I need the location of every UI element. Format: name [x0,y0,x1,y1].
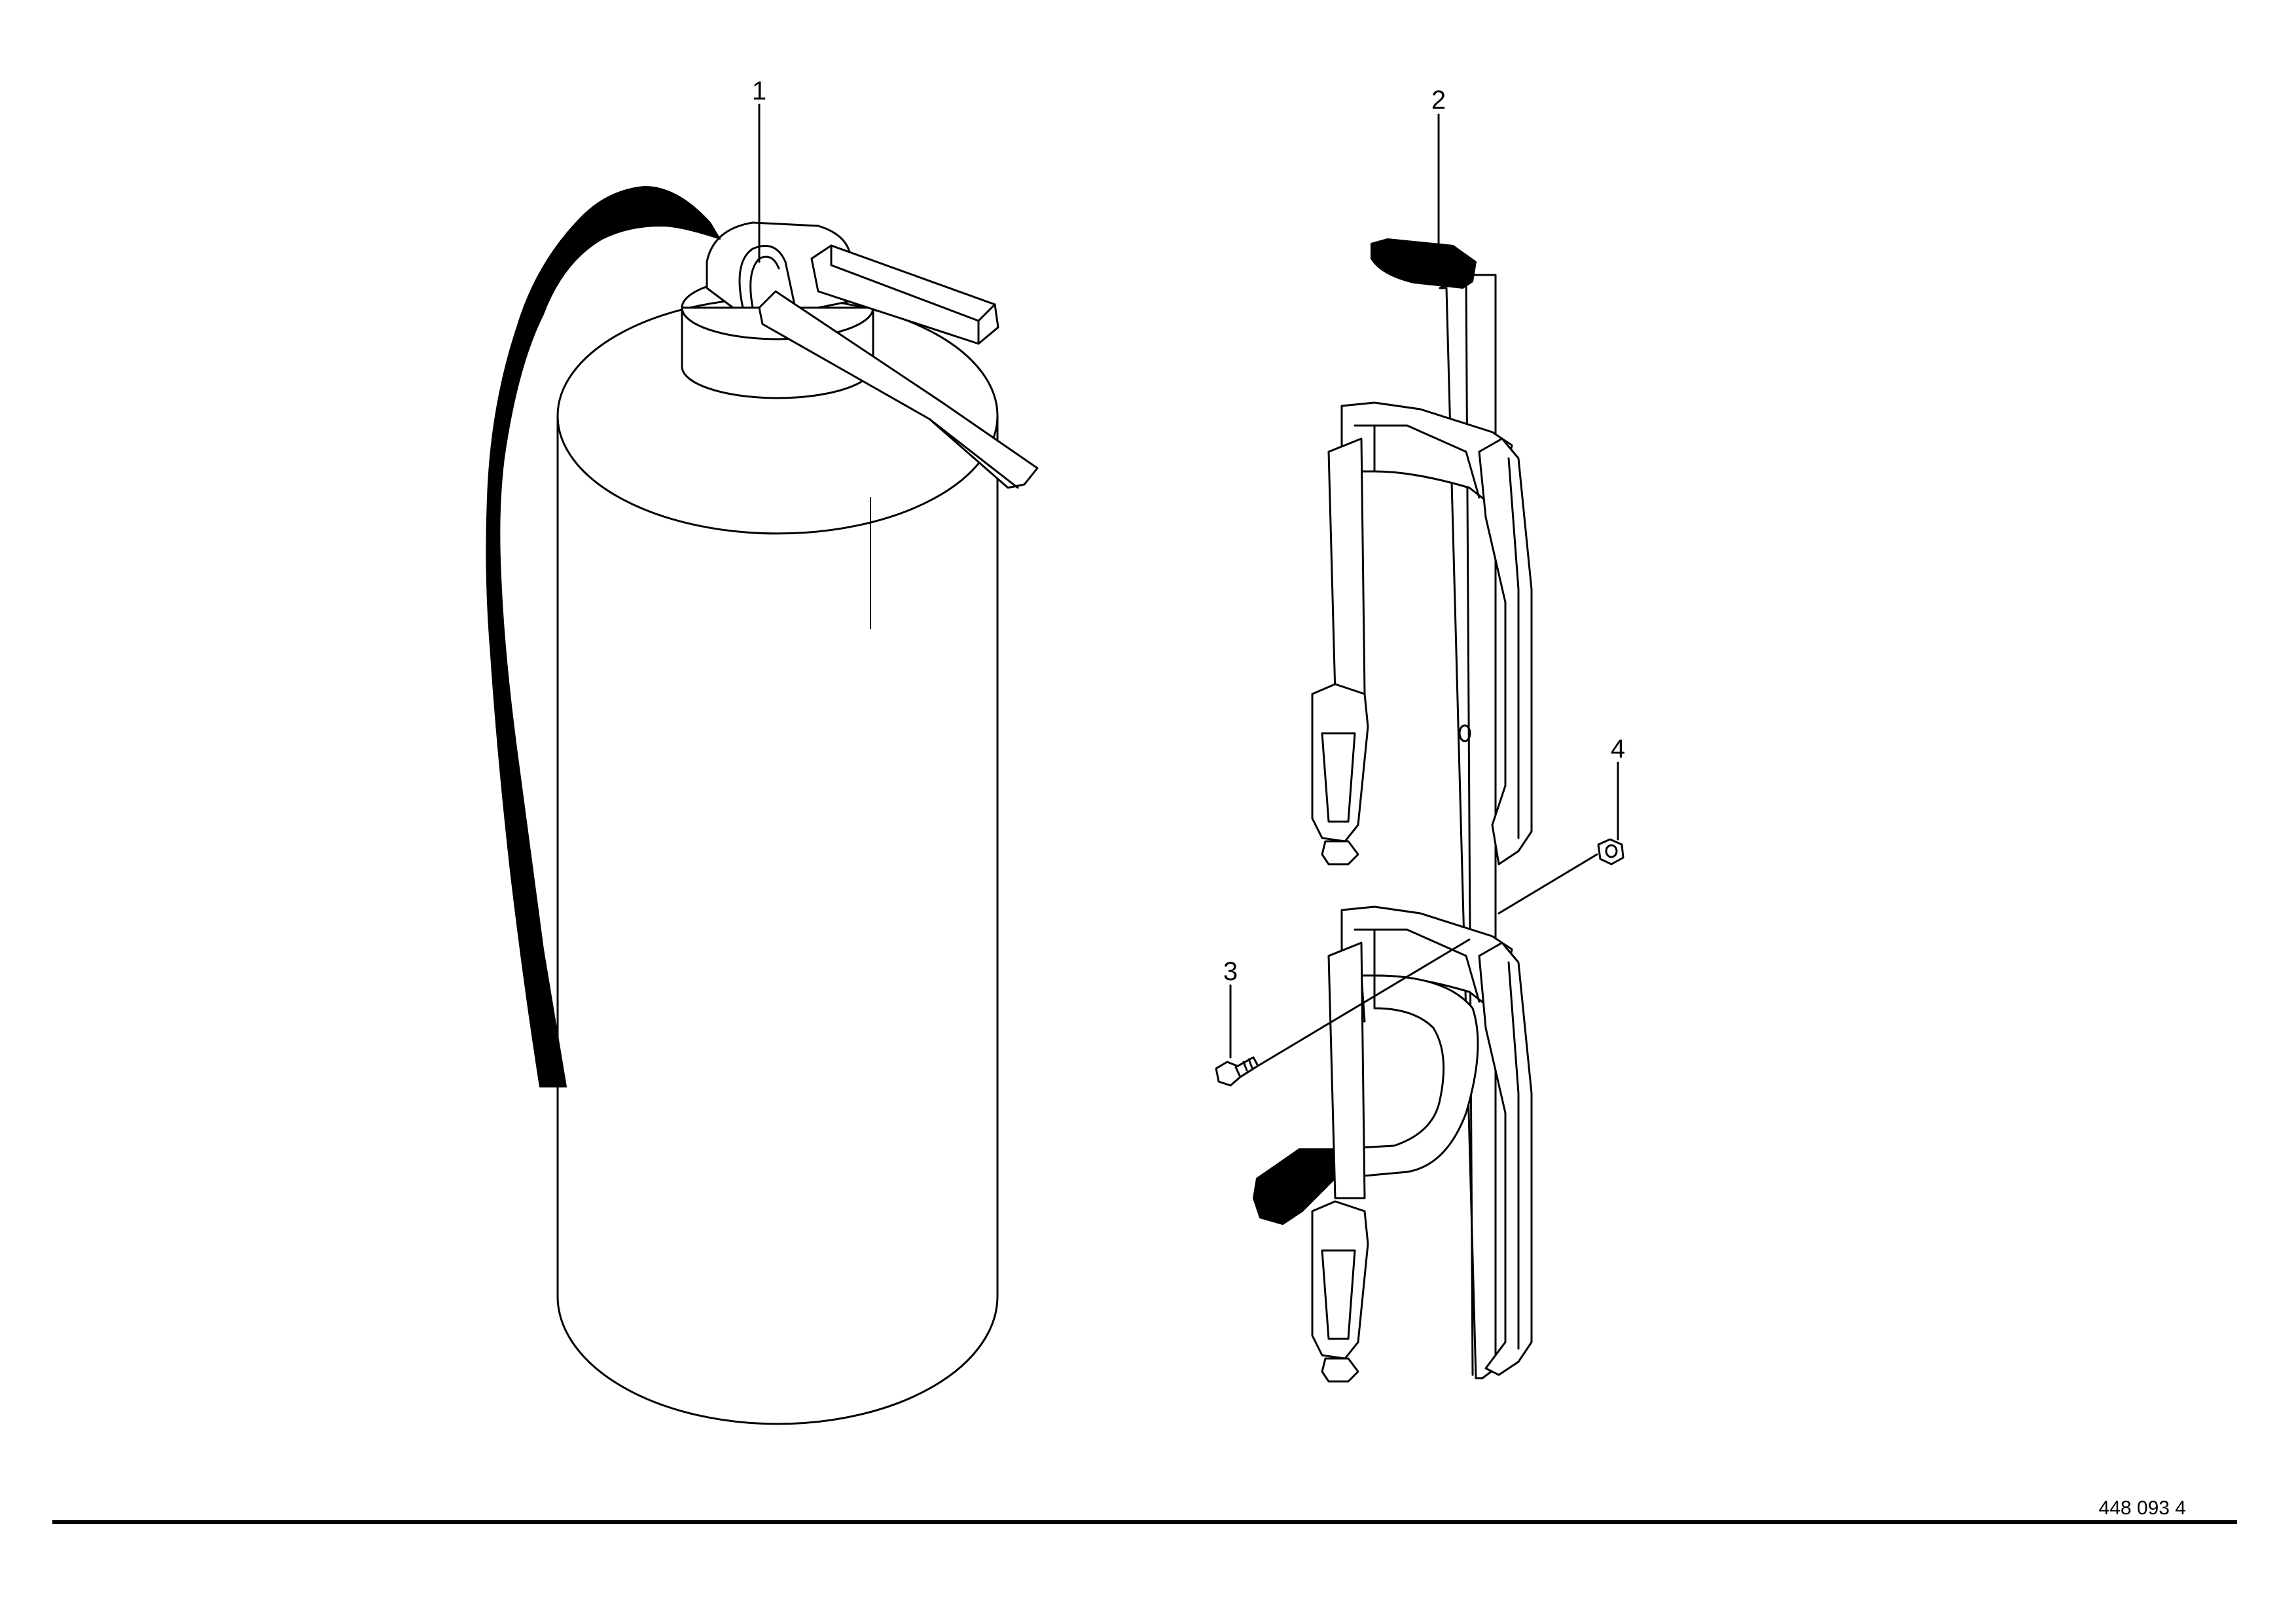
fire-extinguisher [486,186,1039,1425]
callout-4: 4 [1611,735,1625,763]
callout-1: 1 [752,77,766,105]
nut [1597,838,1624,866]
screw [1215,1056,1259,1087]
leader-lines [758,103,1619,1067]
callout-3: 3 [1223,957,1238,986]
mounting-bracket [1253,238,1533,1383]
assembly-line-3 [1257,938,1471,1067]
assembly-line-4 [1498,853,1598,915]
callout-2: 2 [1431,86,1446,115]
document-number: 448 093 4 [2099,1497,2186,1519]
